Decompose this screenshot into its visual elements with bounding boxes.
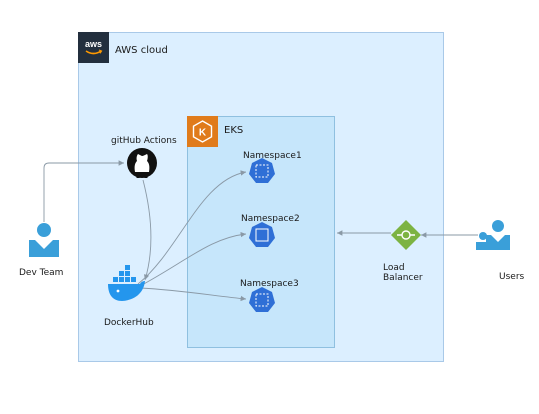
namespace2-icon — [249, 222, 275, 247]
connector-dockerhub-namespace2 — [139, 231, 247, 287]
aws-cloud-title: AWS cloud — [115, 45, 168, 56]
aws-icon: aws — [85, 39, 103, 55]
eks-title: EKS — [224, 125, 244, 136]
load-balancer-label-line1: Load — [383, 263, 405, 273]
docker-icon — [108, 265, 145, 301]
dev-team-icon — [29, 223, 59, 257]
svg-text:K: K — [199, 128, 207, 139]
dev-team-label: Dev Team — [19, 268, 64, 278]
namespace1-icon — [249, 158, 275, 183]
load-balancer-label-line2: Balancer — [383, 273, 423, 283]
github-label: gitHub Actions — [111, 136, 177, 146]
connector-github-dockerhub — [142, 179, 152, 281]
dockerhub-label: DockerHub — [104, 318, 154, 328]
users-label: Users — [499, 272, 525, 282]
eks-logo: K — [187, 116, 218, 147]
namespace1-label: Namespace1 — [243, 151, 302, 161]
eks-icon: K — [192, 120, 213, 143]
connector-dockerhub-namespace1 — [137, 170, 247, 285]
namespace3-label: Namespace3 — [240, 279, 299, 289]
aws-logo: aws — [78, 32, 109, 63]
namespace2-label: Namespace2 — [241, 214, 300, 224]
namespace3-icon — [249, 287, 275, 312]
connector-devteam-github — [43, 160, 124, 222]
load-balancer-icon — [391, 220, 421, 250]
connector-dockerhub-namespace3 — [139, 287, 247, 302]
github-icon — [127, 148, 157, 178]
svg-text:aws: aws — [85, 39, 102, 49]
users-icon — [476, 220, 510, 250]
